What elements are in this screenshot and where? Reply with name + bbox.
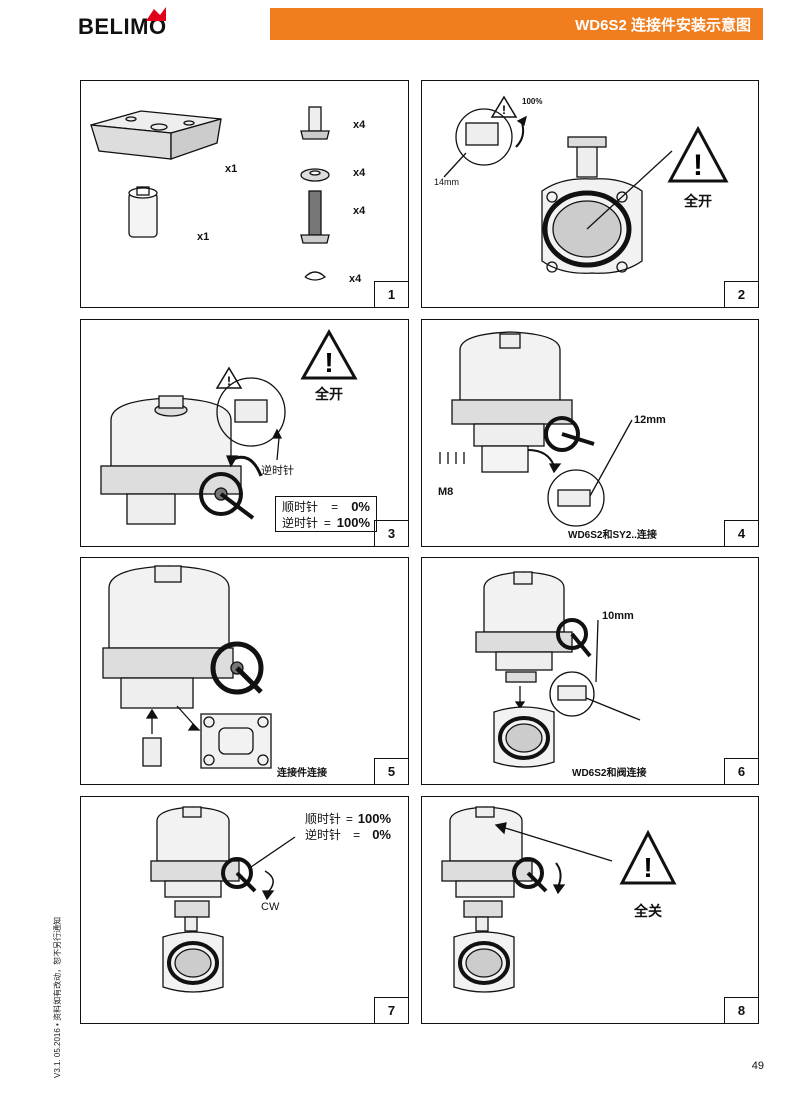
valve-open-illustration: ! !	[443, 95, 729, 274]
row-eq: =	[323, 516, 331, 530]
row-label: 顺时针	[305, 812, 342, 826]
row-label: 顺时针	[282, 500, 319, 514]
table-row: 顺时针 = 100%	[305, 811, 391, 827]
direction-label: 逆时针	[261, 465, 294, 477]
wrench-size: 12mm	[634, 414, 666, 426]
actuator-close-illustration	[150, 806, 296, 993]
warning-open: 全开	[684, 193, 712, 209]
caption: WD6S2和阀连接	[572, 768, 647, 779]
bolt-size: M8	[438, 486, 454, 498]
row-label: 逆时针	[305, 828, 342, 842]
panel-number: 6	[724, 758, 758, 784]
row-eq: =	[353, 828, 361, 842]
caption: WD6S2和SY2..连接	[568, 530, 657, 541]
panel-6: 10mm WD6S2和阀连接 6	[421, 557, 759, 785]
direction-label: CW	[261, 901, 280, 913]
valve-connection-illustration	[475, 571, 641, 768]
row-value: 100%	[336, 515, 370, 530]
wrench-size: 10mm	[602, 610, 634, 622]
panel-number: 1	[374, 281, 408, 307]
page-title: WD6S2 连接件安装示意图	[575, 16, 751, 34]
warning-close: 全关	[634, 903, 662, 919]
actuator-open-illustration: ! !	[100, 328, 358, 525]
panel-number: 2	[724, 281, 758, 307]
table-row: 逆时针 = 100%	[282, 515, 370, 531]
wrench-size: 14mm	[434, 177, 460, 187]
panel-number: 3	[374, 520, 408, 546]
connection-sy2-illustration	[439, 331, 633, 527]
parts-illustration	[90, 106, 330, 281]
version-note: V3.1. 05.2016 • 资料如有改动，恕不另行通知	[53, 916, 62, 1078]
panel-number: 8	[724, 997, 758, 1023]
row-eq: =	[331, 500, 339, 514]
svg-text:!: !	[502, 103, 506, 117]
row-label: 逆时针	[282, 516, 319, 530]
page-number: 49	[751, 1060, 764, 1072]
rotation-table: 顺时针 = 100% 逆时针 = 0%	[299, 809, 397, 843]
qty-bracket: x1	[225, 163, 238, 175]
table-row: 顺时针 = 0%	[282, 499, 370, 515]
header-title-bar: WD6S2 连接件安装示意图	[270, 8, 763, 40]
coupling-illustration	[102, 565, 272, 769]
panel-1: x1 x1 x4 x4 x4 x4 1	[80, 80, 409, 308]
panel-number: 7	[374, 997, 408, 1023]
panel-number: 4	[724, 520, 758, 546]
svg-text:!: !	[693, 149, 703, 182]
panel-number: 5	[374, 758, 408, 784]
qty-nut: x4	[353, 167, 366, 179]
row-value: 100%	[357, 811, 391, 826]
row-eq: =	[345, 812, 353, 826]
svg-text:!: !	[643, 852, 652, 883]
rotation-table: 顺时针 = 0% 逆时针 = 100%	[275, 496, 377, 532]
row-value: 0%	[372, 827, 391, 842]
qty-bolt: x4	[353, 119, 366, 131]
logo-flag-icon	[146, 7, 166, 21]
warning-open: 全开	[315, 386, 343, 402]
panel-4: 12mm M8 WD6S2和SY2..连接 4	[421, 319, 759, 547]
panel-8: ! 全关 8	[421, 796, 759, 1024]
table-row: 逆时针 = 0%	[305, 827, 391, 843]
valve-closed-illustration: !	[441, 806, 677, 993]
qty-washer: x4	[349, 273, 362, 285]
pct-label: 100%	[522, 97, 543, 106]
svg-text:!: !	[227, 374, 231, 388]
panel-5: 连接件连接 5	[80, 557, 409, 785]
belimo-logo: BELIMO	[78, 7, 167, 40]
qty-screw: x4	[353, 205, 366, 217]
panel-3: ! ! 全开 逆时针 顺时针 = 0% 逆时针 = 100% 3	[80, 319, 409, 547]
row-value: 0%	[351, 499, 370, 514]
panel-2: ! ! 100% 14mm 全开 2	[421, 80, 759, 308]
svg-text:!: !	[324, 347, 333, 378]
panel-7: CW 顺时针 = 100% 逆时针 = 0% 7	[80, 796, 409, 1024]
qty-coupling: x1	[197, 231, 210, 243]
caption: 连接件连接	[277, 768, 327, 779]
